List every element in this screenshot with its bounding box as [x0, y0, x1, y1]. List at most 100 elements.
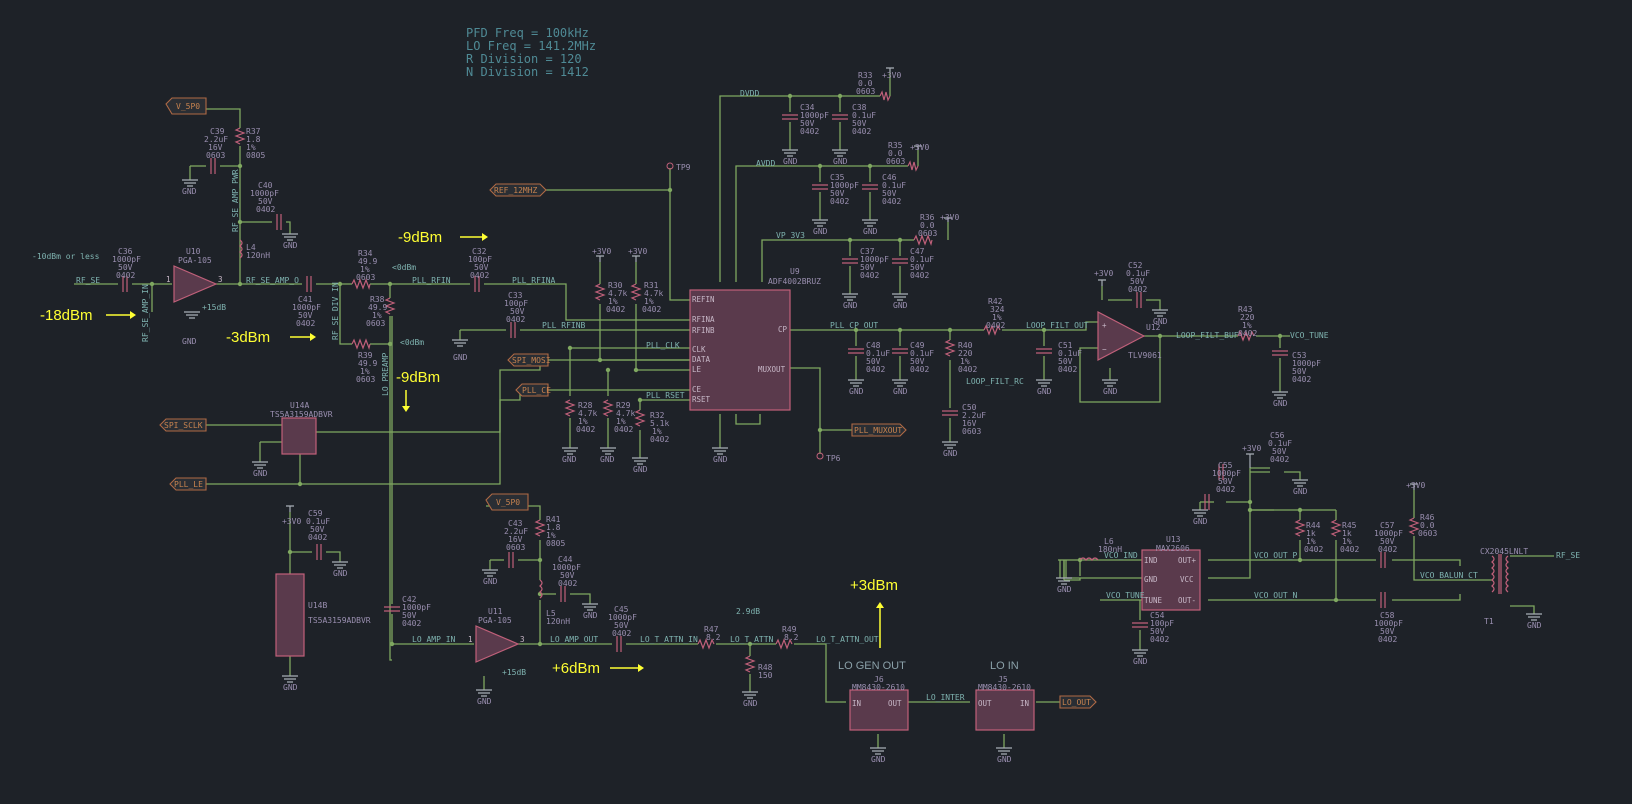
svg-text:0402: 0402	[1216, 485, 1235, 494]
svg-text:GND: GND	[843, 301, 858, 310]
svg-text:RFINA: RFINA	[692, 315, 715, 324]
svg-text:U14A: U14A	[290, 401, 309, 410]
svg-text:0603: 0603	[356, 273, 375, 282]
svg-text:1000pF: 1000pF	[608, 613, 637, 622]
svg-text:GND: GND	[483, 577, 498, 586]
svg-text:1000pF: 1000pF	[402, 603, 431, 612]
svg-text:0.0: 0.0	[858, 79, 873, 88]
svg-text:−: −	[1102, 345, 1107, 354]
svg-text:SPI_MOSI: SPI_MOSI	[512, 356, 551, 365]
svg-text:C46: C46	[882, 173, 897, 182]
power-symbols: +3V0 +3V0 +3V0 +3V0 +3V0 +3V0 +3V0 +3V0 …	[282, 67, 1425, 526]
svg-text:8.2: 8.2	[706, 633, 721, 642]
svg-text:MUXOUT: MUXOUT	[758, 365, 786, 374]
svg-text:16V: 16V	[962, 419, 977, 428]
svg-text:LE: LE	[692, 365, 702, 374]
svg-text:LOOP_FILT_RC: LOOP_FILT_RC	[966, 377, 1024, 386]
svg-text:U11: U11	[488, 607, 503, 616]
svg-text:GND: GND	[1144, 575, 1158, 584]
svg-text:324: 324	[990, 305, 1005, 314]
svg-text:TP6: TP6	[826, 454, 841, 463]
svg-text:C43: C43	[508, 519, 523, 528]
svg-text:100pF: 100pF	[504, 299, 528, 308]
svg-text:0402: 0402	[1340, 545, 1359, 554]
svg-text:C57: C57	[1380, 521, 1395, 530]
component-labels: C36 1000pF 50V 0402 C39 2.2uF 16V 0603 R…	[112, 71, 1437, 680]
svg-text:RSET: RSET	[692, 395, 711, 404]
svg-text:1000pF: 1000pF	[1374, 529, 1403, 538]
svg-text:GND: GND	[583, 611, 598, 620]
svg-text:J6: J6	[874, 675, 884, 684]
svg-text:220: 220	[958, 349, 973, 358]
svg-text:0.1uF: 0.1uF	[852, 111, 876, 120]
svg-text:R46: R46	[1420, 513, 1435, 522]
svg-text:R39: R39	[358, 351, 373, 360]
svg-text:PLL_RFIN: PLL_RFIN	[412, 276, 451, 285]
svg-text:VCO_OUT_P: VCO_OUT_P	[1254, 551, 1298, 560]
svg-text:OUT+: OUT+	[1178, 556, 1197, 565]
svg-text:1000pF: 1000pF	[860, 255, 889, 264]
svg-text:50V: 50V	[1218, 477, 1233, 486]
svg-text:50V: 50V	[852, 119, 867, 128]
svg-text:GND: GND	[743, 699, 758, 708]
svg-text:RF_SE: RF_SE	[76, 276, 100, 285]
svg-text:100pF: 100pF	[1150, 619, 1174, 628]
svg-text:50V: 50V	[1272, 447, 1287, 456]
svg-text:3: 3	[520, 635, 525, 644]
svg-text:GND: GND	[1133, 657, 1148, 666]
svg-text:0.1uF: 0.1uF	[1058, 349, 1082, 358]
svg-text:0.1uF: 0.1uF	[910, 349, 934, 358]
svg-text:50V: 50V	[560, 571, 575, 580]
svg-text:LO_AMP_IN: LO_AMP_IN	[412, 635, 456, 644]
junctions	[149, 93, 1339, 647]
svg-text:50V: 50V	[310, 525, 325, 534]
svg-text:C38: C38	[852, 103, 867, 112]
svg-text:120nH: 120nH	[246, 251, 270, 260]
svg-text:LOOP_FILT_OUT: LOOP_FILT_OUT	[1026, 321, 1089, 330]
svg-text:R40: R40	[958, 341, 973, 350]
svg-text:49.9: 49.9	[358, 359, 377, 368]
svg-text:1%: 1%	[1342, 537, 1352, 546]
svg-text:C41: C41	[298, 295, 313, 304]
svg-text:RF_SE: RF_SE	[1556, 551, 1580, 560]
svg-text:C33: C33	[508, 291, 523, 300]
svg-text:GND: GND	[1293, 487, 1308, 496]
annot-plus6: +6dBm	[552, 660, 600, 677]
svg-text:+3V0: +3V0	[940, 213, 959, 222]
svg-text:R49: R49	[782, 625, 797, 634]
svg-text:1%: 1%	[960, 357, 970, 366]
svg-text:16V: 16V	[208, 143, 223, 152]
svg-text:100pF: 100pF	[468, 255, 492, 264]
svg-text:0402: 0402	[910, 365, 929, 374]
svg-text:U13: U13	[1166, 535, 1181, 544]
svg-text:50V: 50V	[830, 189, 845, 198]
svg-text:ADF4002BRUZ: ADF4002BRUZ	[768, 277, 821, 286]
svg-text:0603: 0603	[356, 375, 375, 384]
svg-text:2.2uF: 2.2uF	[504, 527, 528, 536]
svg-text:50V: 50V	[402, 611, 417, 620]
svg-text:C52: C52	[1128, 261, 1143, 270]
svg-text:LO_T_ATTN: LO_T_ATTN	[730, 635, 774, 644]
svg-text:1k: 1k	[1306, 529, 1316, 538]
svg-text:RF_SE_AMP_O: RF_SE_AMP_O	[246, 276, 299, 285]
svg-text:1000pF: 1000pF	[292, 303, 321, 312]
svg-text:GND: GND	[453, 353, 468, 362]
svg-text:0402: 0402	[910, 271, 929, 280]
svg-text:150: 150	[758, 671, 773, 680]
svg-text:GND: GND	[283, 241, 298, 250]
svg-text:2.2uF: 2.2uF	[962, 411, 986, 420]
svg-text:0402: 0402	[606, 305, 625, 314]
svg-text:1%: 1%	[546, 531, 556, 540]
svg-text:50V: 50V	[1150, 627, 1165, 636]
svg-text:0402: 0402	[576, 425, 595, 434]
svg-text:0.0: 0.0	[920, 221, 935, 230]
connector-j6: J6 MM8430-2610 IN OUT	[849, 675, 909, 731]
svg-text:50V: 50V	[1380, 627, 1395, 636]
svg-text:+3V0: +3V0	[910, 143, 929, 152]
svg-text:R35: R35	[888, 141, 903, 150]
svg-text:VCC: VCC	[1180, 575, 1194, 584]
svg-text:GND: GND	[182, 187, 197, 196]
svg-text:2.2uF: 2.2uF	[204, 135, 228, 144]
svg-text:J5: J5	[998, 675, 1008, 684]
